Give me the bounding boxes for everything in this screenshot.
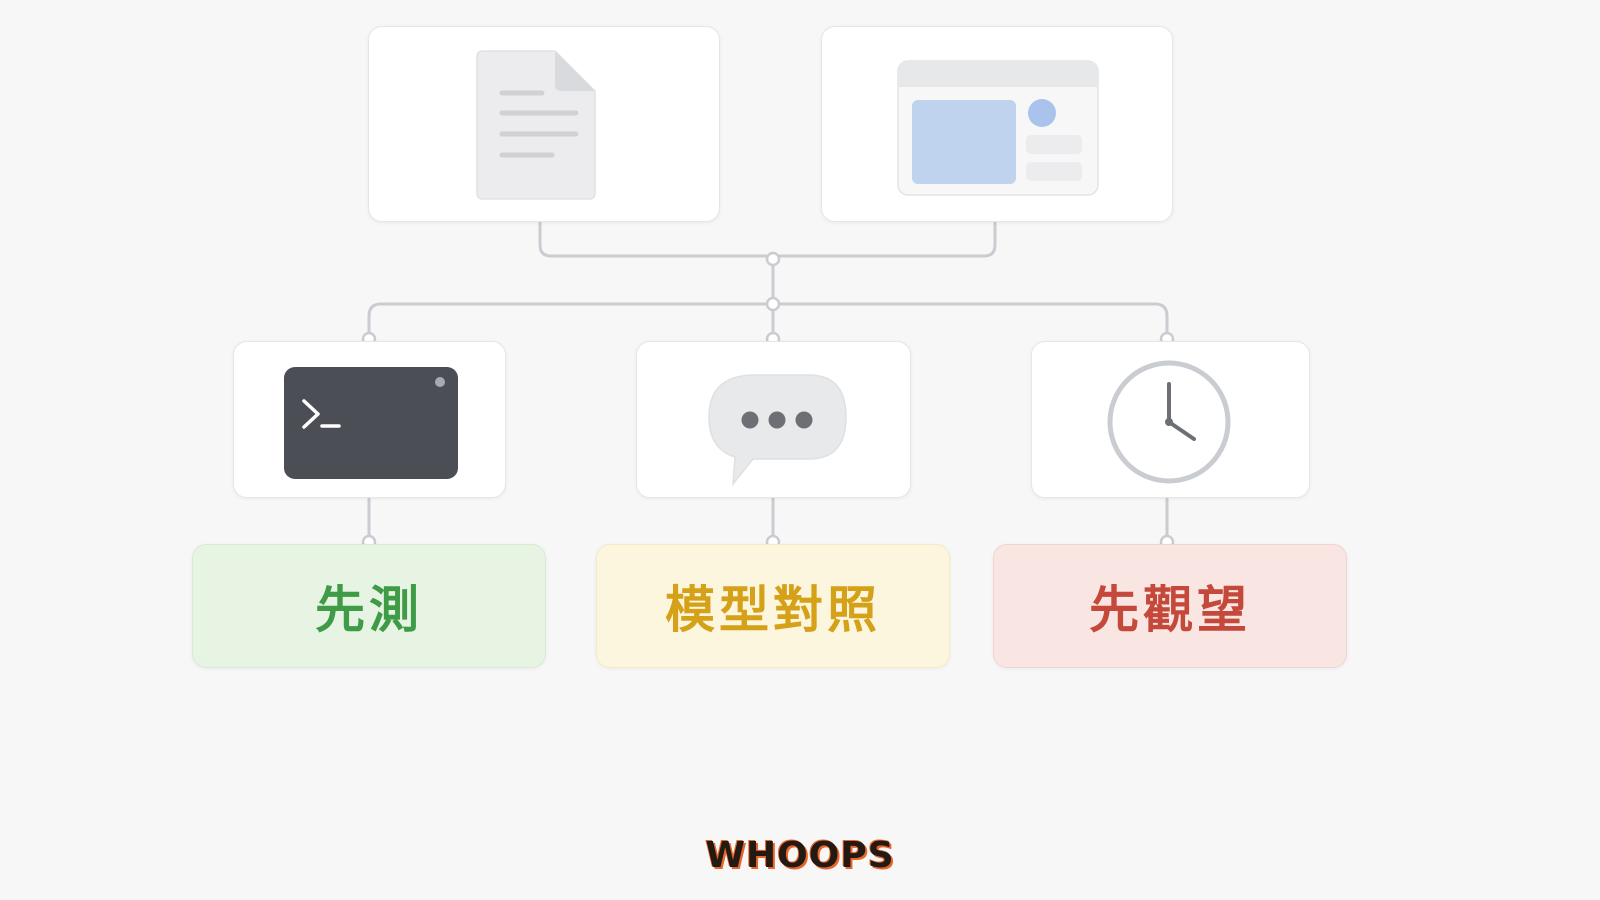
browser-window-icon [897, 60, 1099, 196]
brand-logo: WHOOPS [700, 830, 900, 880]
clock-icon [1107, 360, 1231, 484]
chat-bubble-icon [708, 374, 847, 487]
label-test-first-text: 先測 [315, 581, 423, 639]
label-test-first: 先測 [192, 544, 546, 668]
terminal-icon [284, 367, 458, 479]
document-card [368, 26, 720, 222]
label-model-compare: 模型對照 [596, 544, 950, 668]
clock-card [1031, 341, 1310, 498]
label-wait-and-see: 先觀望 [993, 544, 1347, 668]
terminal-card [233, 341, 506, 498]
label-model-compare-text: 模型對照 [665, 581, 881, 639]
brand-text: WHOOPS [705, 834, 895, 876]
junction-node [765, 251, 781, 267]
junction-node [765, 296, 781, 312]
chat-card [636, 341, 911, 498]
browser-card [821, 26, 1173, 222]
label-wait-and-see-text: 先觀望 [1089, 581, 1251, 639]
document-icon [476, 50, 596, 200]
